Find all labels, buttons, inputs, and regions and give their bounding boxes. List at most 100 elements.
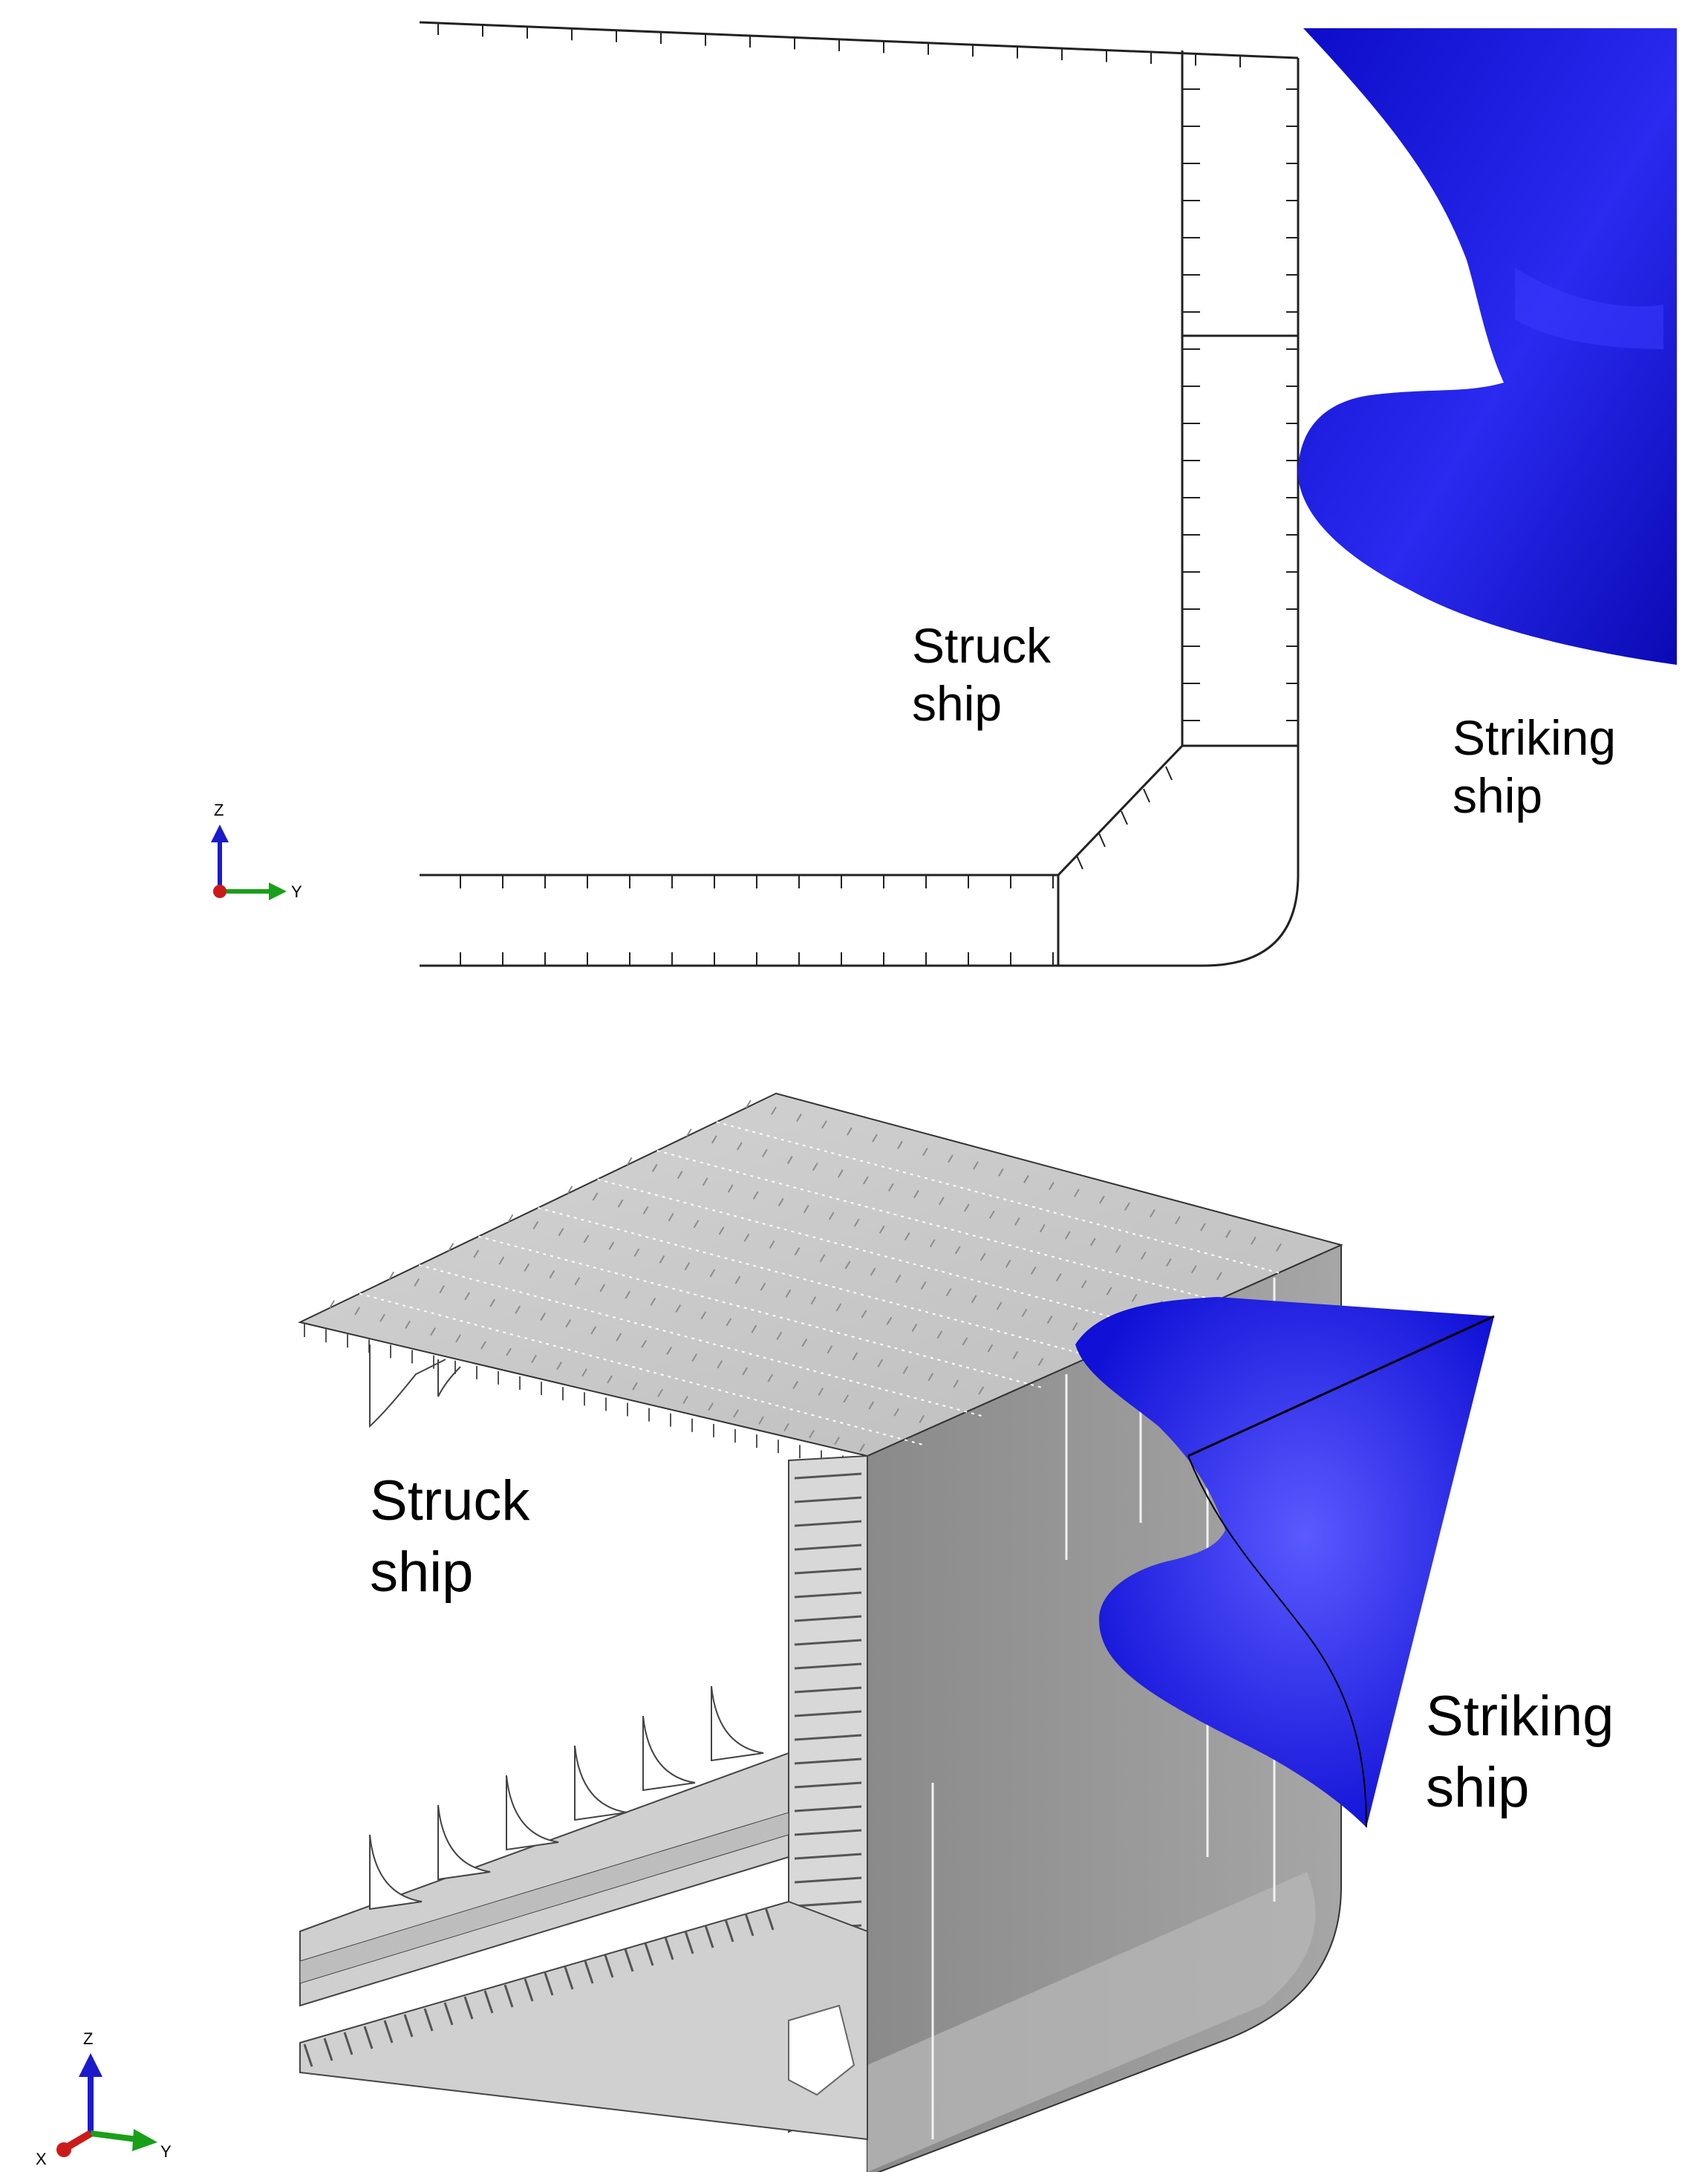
deck-dash bbox=[693, 1220, 700, 1229]
bow-highlight bbox=[1515, 267, 1663, 349]
deck-dash bbox=[954, 1246, 961, 1255]
web-frame-bracket bbox=[437, 1804, 491, 1881]
deck-dash bbox=[1251, 1236, 1256, 1245]
deck-dash bbox=[1099, 1195, 1105, 1204]
hopper-tick bbox=[1098, 833, 1106, 848]
bottom-longitudinal bbox=[524, 1978, 534, 2002]
bottom-longitudinal bbox=[503, 1984, 514, 2008]
deck-dash bbox=[767, 1373, 774, 1382]
bottom-longitudinal bbox=[624, 1948, 634, 1972]
deck-dash bbox=[675, 1304, 682, 1313]
deck-stiffener-rows bbox=[359, 1121, 1282, 1446]
striking-ship-bow-iso bbox=[1075, 1297, 1494, 1827]
deck-dash bbox=[405, 1320, 411, 1329]
deck-dash bbox=[1106, 1287, 1112, 1295]
deck-dash bbox=[726, 1318, 732, 1327]
bottom-longitudinal bbox=[443, 2002, 454, 2026]
deck-dash bbox=[651, 1163, 658, 1172]
deck-dash bbox=[996, 1301, 1003, 1310]
deck-dash bbox=[1037, 1357, 1044, 1366]
bottom-cutout bbox=[788, 2004, 855, 2096]
deck-dash bbox=[507, 1214, 514, 1223]
deck-dash bbox=[886, 1316, 893, 1325]
deck-dash bbox=[778, 1197, 784, 1206]
top-struck-ship-label: Struck ship bbox=[912, 618, 1064, 731]
deck-dash bbox=[650, 1297, 656, 1306]
bottom-longitudinal bbox=[343, 2032, 353, 2055]
deck-dash bbox=[1131, 1293, 1138, 1302]
deck-dash bbox=[632, 1382, 638, 1391]
deck-dash bbox=[893, 1408, 900, 1417]
deck-dash bbox=[515, 1305, 521, 1314]
deck-dash bbox=[809, 1430, 815, 1439]
iso-struck-ship-label: Struck ship bbox=[370, 1469, 546, 1604]
deck-dash bbox=[1046, 1316, 1053, 1324]
bilge-band bbox=[867, 1872, 1316, 2172]
bottom-longitudinal bbox=[483, 1990, 494, 2014]
deck-dash bbox=[844, 1261, 851, 1269]
deck-dash bbox=[902, 1365, 909, 1374]
deck-dash bbox=[567, 1186, 573, 1194]
deck-dash bbox=[1225, 1229, 1231, 1238]
deck-dash bbox=[684, 1262, 691, 1271]
deck-dash bbox=[746, 1099, 752, 1108]
deck-dash bbox=[1012, 1350, 1019, 1359]
bottom-longitudinal bbox=[303, 2043, 313, 2067]
deck-dash bbox=[616, 1333, 622, 1342]
struck-ship-deck-line bbox=[419, 21, 1299, 59]
bulkhead-stiffener bbox=[794, 1544, 862, 1551]
deck-dash bbox=[922, 1148, 928, 1157]
deck-dash bbox=[430, 1327, 436, 1336]
bulkhead-stiffener bbox=[794, 1829, 862, 1836]
deck-dash bbox=[711, 1135, 717, 1144]
bottom-longitudinal bbox=[724, 1919, 734, 1942]
deck-dash bbox=[1074, 1189, 1080, 1197]
deck-dash bbox=[506, 1347, 512, 1356]
iso-y-axis-label: Y bbox=[160, 2142, 172, 2161]
deck-dash bbox=[625, 1290, 631, 1299]
deck-dash bbox=[783, 1422, 789, 1431]
deck-dash bbox=[439, 1285, 446, 1294]
deck-dash bbox=[414, 1278, 420, 1287]
deck-dash bbox=[852, 1352, 858, 1361]
bottom-longitudinals bbox=[303, 1907, 775, 2067]
iso-z-axis-label: Z bbox=[83, 2029, 93, 2048]
bottom-longitudinal bbox=[684, 1931, 694, 1954]
deck-dash bbox=[708, 1402, 714, 1411]
deck-dash bbox=[617, 1199, 624, 1208]
deck-dash bbox=[978, 1386, 985, 1395]
web-frame-bracket bbox=[574, 1745, 628, 1821]
top-axis-triad: Z Y bbox=[211, 801, 302, 901]
deck-dash bbox=[872, 1134, 878, 1142]
deck-dash bbox=[821, 1120, 827, 1129]
deck-dash bbox=[751, 1324, 757, 1333]
deck-dash bbox=[948, 1154, 954, 1163]
bulkhead-stiffener bbox=[794, 1496, 862, 1503]
deck-dash bbox=[742, 1367, 749, 1376]
deck-dash bbox=[812, 1163, 818, 1171]
deck-dash bbox=[971, 1295, 977, 1304]
deck-dash bbox=[354, 1307, 360, 1316]
deck-dash bbox=[1030, 1266, 1037, 1275]
deck-dash bbox=[583, 1235, 590, 1243]
deck-dash bbox=[897, 1140, 903, 1149]
deck-dash bbox=[835, 1303, 842, 1312]
bottom-longitudinal bbox=[664, 1937, 674, 1960]
bulkhead-stiffener bbox=[794, 1615, 862, 1622]
deck-dash bbox=[626, 1157, 633, 1165]
deck-dash bbox=[691, 1353, 698, 1362]
deck-dash bbox=[607, 1375, 613, 1384]
deck-dash bbox=[758, 1416, 764, 1425]
deck-dash bbox=[388, 1271, 395, 1280]
bottom-longitudinal bbox=[744, 1913, 754, 1937]
deck-dash bbox=[727, 1184, 734, 1193]
double-bottom-plate bbox=[299, 1812, 789, 1984]
bulkhead-stiffener bbox=[794, 1662, 862, 1670]
deck-dash bbox=[718, 1226, 725, 1235]
deck-dash bbox=[936, 1330, 943, 1339]
deck-dash bbox=[329, 1300, 335, 1309]
bulkhead-stiffener bbox=[794, 1734, 862, 1741]
deck-dash bbox=[666, 1346, 673, 1355]
deck-row bbox=[597, 1178, 1163, 1332]
